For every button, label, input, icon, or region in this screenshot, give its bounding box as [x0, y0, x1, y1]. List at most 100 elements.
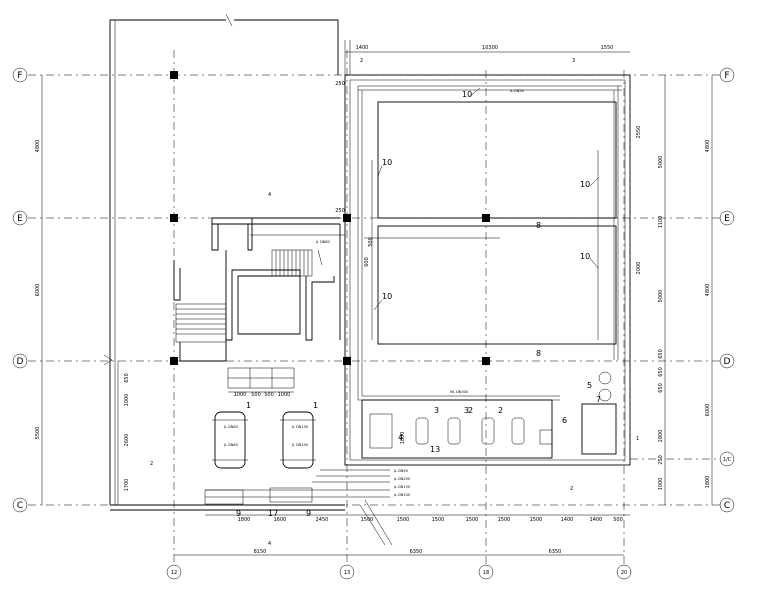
- tank-1: [212, 411, 248, 469]
- dimension-label: 600: [364, 257, 370, 267]
- axis-label: E: [17, 214, 23, 224]
- water-tanks: [204, 367, 393, 546]
- dimension-label: 650: [658, 383, 664, 393]
- axis-bubble-row-f: F F: [12, 67, 735, 83]
- equipment-labels: 1 1 2 2 3 3 4 5 6 7 8 8 9 9 10 10 10 10 …: [236, 90, 601, 518]
- dimension-label: 6000: [35, 284, 41, 297]
- pool-tank-lower: [377, 225, 617, 345]
- dimension-label: 500: [264, 392, 274, 398]
- dimension-label: 1400: [561, 517, 574, 523]
- dimension-label: 5500: [35, 427, 41, 440]
- dimension-label: 1500: [498, 517, 511, 523]
- dimension-label: 6350: [410, 549, 423, 555]
- leader-marks: [317, 87, 599, 311]
- section-marks: 2 3 4 4 2 2 1: [150, 58, 639, 547]
- axis-label: F: [724, 71, 729, 81]
- left-building-walls: [103, 13, 345, 511]
- inner-partitions: [173, 217, 341, 362]
- dimension-label: 10300: [482, 45, 498, 51]
- dimension-label: 250: [335, 81, 345, 87]
- dimension-label: 2550: [636, 126, 642, 139]
- equipment-label: 7: [596, 395, 601, 404]
- dimension-label: 2600: [124, 434, 130, 447]
- dimension-label: 1500: [397, 517, 410, 523]
- equipment-label: 1: [313, 401, 318, 410]
- dimension-label: 4800: [705, 140, 711, 153]
- section-mark: 2: [570, 486, 573, 492]
- equipment-label: 5: [587, 381, 592, 390]
- axis-label: 18: [483, 570, 489, 576]
- axis-label: C: [724, 501, 730, 511]
- pipe-note: JL DN150: [393, 485, 410, 489]
- equipment-label: 8: [536, 221, 541, 230]
- dimension-label: 1000: [658, 478, 664, 491]
- equipment-label: 13: [430, 445, 440, 454]
- axis-label: F: [17, 71, 22, 81]
- axis-bubble-row-d: D D: [12, 353, 735, 369]
- dimension-label: 1000: [400, 432, 406, 445]
- axis-label: C: [17, 501, 23, 511]
- dimension-label: 6350: [549, 549, 562, 555]
- pipe-note: JL DN200: [393, 477, 410, 481]
- equipment-label: 10: [462, 90, 472, 99]
- structural-columns: [170, 71, 490, 365]
- equipment-label: 6: [562, 416, 567, 425]
- dimension-label: 250: [658, 455, 664, 465]
- section-mark: 1: [636, 436, 639, 442]
- equipment-label: 10: [382, 158, 392, 167]
- equipment-label: 17: [268, 509, 278, 518]
- pipe-note: JL DN100: [393, 493, 410, 497]
- section-mark: 2: [150, 461, 153, 467]
- dimension-label: 1800: [705, 476, 711, 489]
- axis-label: D: [17, 357, 24, 367]
- tank-2: [280, 411, 316, 469]
- dimension-label: 1600: [274, 517, 287, 523]
- equipment-label: 10: [580, 180, 590, 189]
- dimension-label: 1400: [356, 45, 369, 51]
- pipe-note: JL DN50: [509, 89, 524, 93]
- pump-room: [361, 371, 617, 459]
- pipe-lines: [250, 85, 622, 401]
- dimension-label: 6000: [705, 404, 711, 417]
- pipe-note: JL DN65: [223, 443, 238, 447]
- dimension-label: 8150: [254, 549, 267, 555]
- pipe-note: JL DN65: [223, 425, 238, 429]
- pipe-note: JL DN50: [393, 469, 408, 473]
- dimension-label: 1500: [530, 517, 543, 523]
- dimension-label: 1500: [361, 517, 374, 523]
- pump-units: [415, 417, 525, 445]
- pipe-note: ML DN300: [450, 390, 468, 394]
- dimension-label: 1550: [601, 45, 614, 51]
- pipe-note: JL DN100: [291, 443, 308, 447]
- pipe-note: JL DN80: [315, 240, 330, 244]
- axis-bubble-row-c: C C: [12, 497, 735, 513]
- dimension-label: 2800: [658, 430, 664, 443]
- section-mark: 4: [268, 192, 271, 198]
- pipe-note: JL DN150: [291, 425, 308, 429]
- dimension-label: 500: [368, 237, 374, 247]
- equipment-label: 8: [536, 349, 541, 358]
- dimension-label: 4800: [705, 284, 711, 297]
- dimension-label: 650: [124, 373, 130, 383]
- dimension-label: 250: [335, 208, 345, 214]
- axis-bubble-columns: 12 13 18 20: [166, 564, 632, 580]
- equipment-label: 1: [246, 401, 251, 410]
- dimension-label: 650: [658, 349, 664, 359]
- axis-label: D: [724, 357, 731, 367]
- dimension-label: 1700: [124, 479, 130, 492]
- dimension-label: 1800: [238, 517, 251, 523]
- equipment-label: 3: [464, 406, 469, 415]
- stair-steps-lower: [176, 308, 226, 335]
- pool-tank-upper: [377, 101, 617, 219]
- equipment-label: 2: [498, 406, 503, 415]
- equipment-label: 2: [468, 406, 473, 415]
- equipment-label: 9: [236, 509, 241, 518]
- dimension-label: 1100: [658, 216, 664, 229]
- main-structure-walls: [344, 40, 631, 466]
- equipment-label: 9: [306, 509, 311, 518]
- dimension-label: 1000: [278, 392, 291, 398]
- dimension-lines: [41, 51, 713, 556]
- dimension-label: 5000: [658, 290, 664, 303]
- section-mark: 4: [268, 541, 271, 547]
